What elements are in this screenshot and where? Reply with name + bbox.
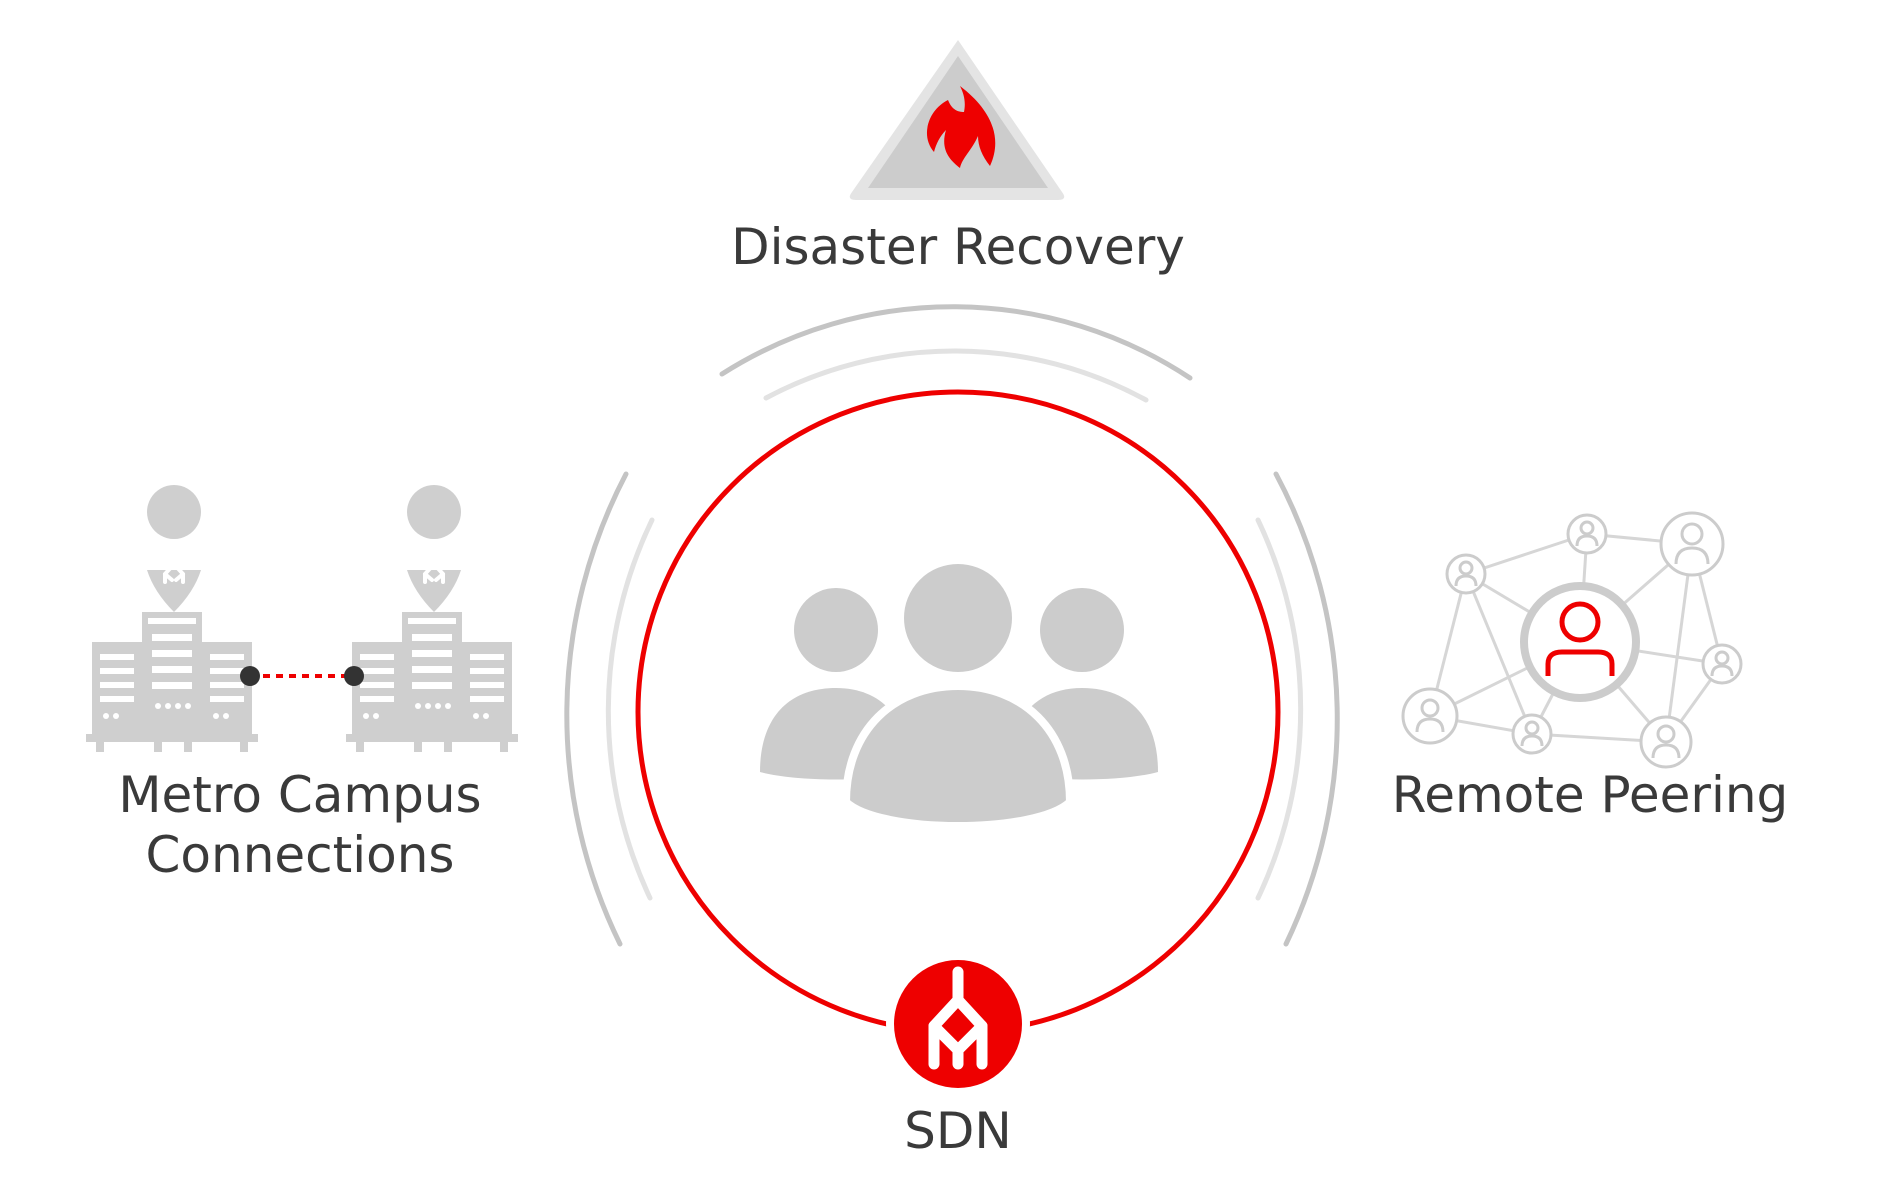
sdn-label: SDN bbox=[904, 1102, 1012, 1160]
arc-top-outer bbox=[719, 304, 1193, 381]
disaster-recovery-label: Disaster Recovery bbox=[731, 218, 1185, 276]
fire-warning-icon bbox=[849, 40, 1065, 200]
arc-right-outer bbox=[1273, 471, 1340, 947]
arc-top-inner bbox=[763, 348, 1149, 403]
peer-avatar bbox=[1511, 713, 1553, 755]
data-center-link-icon bbox=[86, 483, 518, 752]
metro-campus-label-line1: Metro Campus bbox=[118, 766, 481, 824]
peer-avatar bbox=[1659, 511, 1725, 577]
disaster-recovery-node: Disaster Recovery bbox=[731, 40, 1185, 276]
metro-campus-node: Metro Campus Connections bbox=[86, 483, 518, 884]
link-endpoint-right bbox=[344, 666, 364, 686]
center-group bbox=[635, 389, 1281, 1035]
location-pin-left bbox=[145, 483, 204, 614]
remote-peering-label: Remote Peering bbox=[1392, 766, 1789, 824]
peer-avatar bbox=[1566, 513, 1608, 555]
arc-right-inner bbox=[1255, 517, 1304, 901]
peer-avatar bbox=[1701, 643, 1743, 685]
local-peer-avatar bbox=[1520, 582, 1640, 702]
remote-peering-node: Remote Peering bbox=[1392, 511, 1789, 824]
metro-campus-label-line2: Connections bbox=[146, 826, 455, 884]
signal-arcs bbox=[564, 304, 1340, 947]
arc-left-outer bbox=[564, 471, 629, 947]
data-center-right bbox=[346, 612, 518, 752]
link-endpoint-left bbox=[240, 666, 260, 686]
location-pin-right bbox=[405, 483, 464, 614]
data-center-left bbox=[86, 612, 258, 752]
peer-network-icon bbox=[1401, 511, 1743, 769]
sdn-logo-icon bbox=[894, 960, 1022, 1088]
peer-avatar bbox=[1401, 687, 1459, 745]
sdn-node: SDN bbox=[886, 952, 1030, 1160]
user-group-icon bbox=[760, 556, 1158, 830]
peer-avatar bbox=[1639, 715, 1693, 769]
arc-left-inner bbox=[605, 517, 655, 901]
peer-avatar bbox=[1445, 553, 1487, 595]
